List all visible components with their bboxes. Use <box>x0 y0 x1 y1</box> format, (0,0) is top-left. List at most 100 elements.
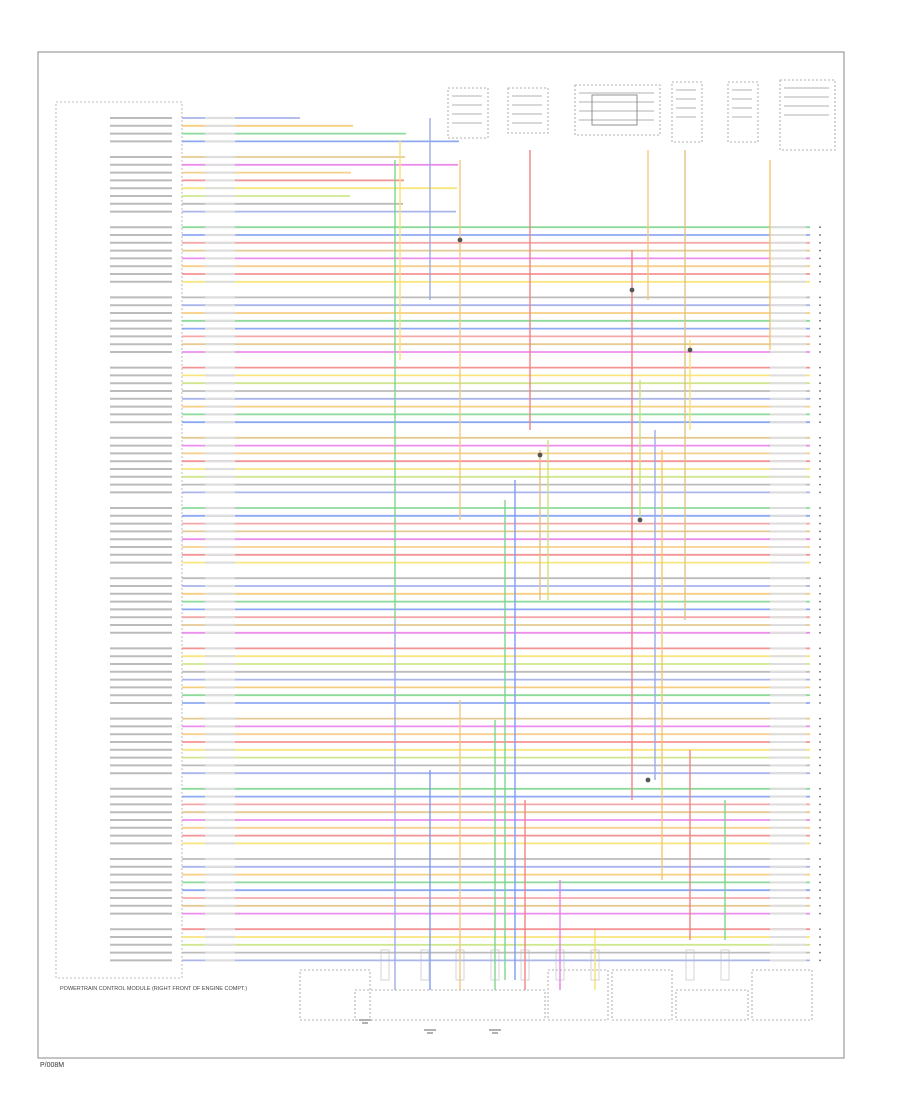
connector-pin <box>819 756 821 759</box>
connector-pin <box>819 702 821 704</box>
connector-pin <box>819 460 821 463</box>
splice-dot <box>537 452 543 458</box>
connector-pin <box>819 912 821 915</box>
connector-pin <box>819 296 821 299</box>
connector-pin <box>819 280 821 283</box>
bottom-connector-label <box>520 949 530 981</box>
connector-pin <box>819 577 821 580</box>
connector-pin <box>819 452 821 455</box>
bottom-component-box <box>354 989 546 1021</box>
connector-pin <box>819 312 821 314</box>
connector-pin <box>819 335 821 338</box>
connector-pin <box>819 304 821 307</box>
bottom-component-box <box>547 969 609 1021</box>
bottom-connector-label <box>490 949 500 981</box>
connector-pin <box>819 897 821 899</box>
connector-pin <box>819 483 821 486</box>
connector-pin <box>819 319 821 322</box>
connector-pin <box>819 951 821 954</box>
connector-pin <box>819 826 821 829</box>
connector-pin <box>819 787 821 790</box>
splice-dot <box>687 347 693 353</box>
connector-pin <box>819 873 821 876</box>
connector-pin <box>819 725 821 728</box>
connector-pin <box>819 764 821 767</box>
connector-pin <box>819 514 821 517</box>
top-component-box <box>574 84 661 136</box>
diagram-frame <box>37 51 845 1059</box>
connector-pin <box>819 694 821 697</box>
bottom-component-box <box>611 969 673 1021</box>
connector-pin <box>819 904 821 907</box>
connector-pin <box>819 943 821 946</box>
connector-pin <box>819 865 821 868</box>
connector-pin <box>819 397 821 400</box>
connector-pin <box>819 538 821 541</box>
connector-pin <box>819 553 821 556</box>
bottom-component-box <box>299 969 371 1021</box>
connector-pin <box>819 561 821 564</box>
connector-pin <box>819 366 821 369</box>
bottom-connector-label <box>420 949 430 981</box>
connector-pin <box>819 655 821 658</box>
top-component-box <box>779 79 836 151</box>
connector-pin <box>819 507 821 509</box>
connector-pin <box>819 741 821 743</box>
top-component-box <box>507 87 549 134</box>
connector-pin <box>819 382 821 385</box>
connector-pin <box>819 468 821 470</box>
connector-pin <box>819 374 821 377</box>
splice-dot <box>645 777 651 783</box>
bottom-component-box <box>751 969 813 1021</box>
connector-pin <box>819 234 821 236</box>
connector-pin <box>819 811 821 814</box>
connector-pin <box>819 631 821 634</box>
connector-pin <box>819 834 821 837</box>
connector-pin <box>819 616 821 619</box>
figure-id: P/008M <box>40 1062 65 1069</box>
splice-dot <box>637 517 643 523</box>
connector-pin <box>819 803 821 806</box>
connector-pin <box>819 421 821 424</box>
connector-pin <box>819 858 821 860</box>
bottom-connector-label <box>720 949 730 981</box>
connector-pin <box>819 351 821 353</box>
connector-pin <box>819 733 821 736</box>
connector-pin <box>819 889 821 892</box>
connector-pin <box>819 405 821 408</box>
connector-pin <box>819 413 821 416</box>
connector-pin <box>819 585 821 587</box>
connector-pin <box>819 748 821 751</box>
connector-pin <box>819 717 821 720</box>
connector-pin <box>819 343 821 346</box>
connector-pin <box>819 327 821 330</box>
connector-pin <box>819 592 821 595</box>
splice-dot <box>629 287 635 293</box>
bottom-connector-label <box>685 949 695 981</box>
connector-pin <box>819 600 821 603</box>
connector-pin <box>819 670 821 673</box>
connector-pin <box>819 842 821 845</box>
connector-pin <box>819 546 821 548</box>
relay-coil <box>591 94 638 126</box>
connector-pin <box>819 265 821 268</box>
connector-pin <box>819 257 821 260</box>
connector-pin <box>819 608 821 611</box>
connector-pin <box>819 522 821 525</box>
connector-pin <box>819 959 821 962</box>
module-note: POWERTRAIN CONTROL MODULE (RIGHT FRONT O… <box>60 986 247 992</box>
connector-pin <box>819 819 821 821</box>
bottom-component-box <box>675 989 749 1021</box>
connector-pin <box>819 936 821 938</box>
connector-pin <box>819 663 821 665</box>
connector-pin <box>819 436 821 439</box>
bottom-connector-label <box>590 949 600 981</box>
connector-pin <box>819 475 821 478</box>
connector-pin <box>819 647 821 650</box>
splice-dot <box>457 237 463 243</box>
connector-pin <box>819 390 821 392</box>
top-component-box <box>727 81 759 143</box>
connector-pin <box>819 772 821 775</box>
connector-pin <box>819 249 821 252</box>
